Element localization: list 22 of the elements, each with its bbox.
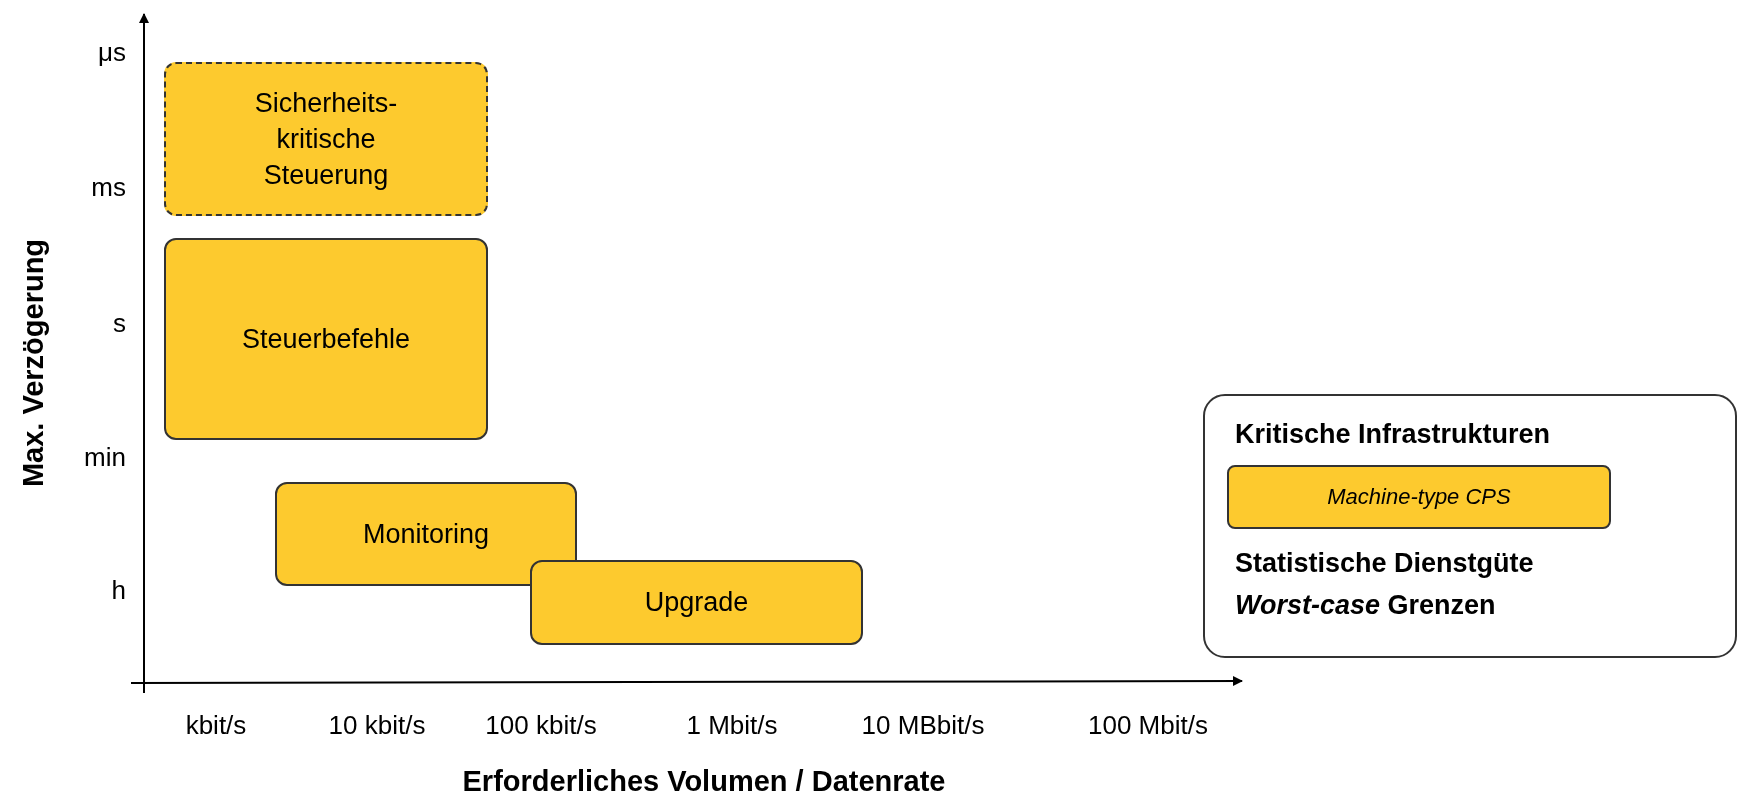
legend-heading: Kritische Infrastrukturen xyxy=(1235,418,1551,451)
axis-tick-label: h xyxy=(110,574,126,606)
axis-tick-label: 100 Mbit/s xyxy=(1087,709,1209,741)
axis-tick-label: ms xyxy=(90,171,126,203)
axis-tick-label: min xyxy=(83,441,126,473)
legend-panel xyxy=(1203,394,1737,658)
category-box: Monitoring xyxy=(275,482,577,586)
axis-tick-label: 100 kbit/s xyxy=(484,709,598,741)
legend-text: Statistische Dienstgüte xyxy=(1235,546,1534,579)
axis-tick-label: 10 MBbit/s xyxy=(860,709,986,741)
legend-swatch-box: Machine-type CPS xyxy=(1227,464,1611,529)
category-box: Steuerbefehle xyxy=(164,238,488,440)
axis-title: Erforderliches Volumen / Datenrate xyxy=(461,765,947,797)
axis-tick-label: s xyxy=(112,307,126,339)
legend-text: Worst-case Grenzen xyxy=(1235,588,1496,621)
axis-title: Max. Verzögerung xyxy=(17,238,49,488)
axis-tick-label: 10 kbit/s xyxy=(327,709,427,741)
category-box: Upgrade xyxy=(530,560,863,645)
axis-tick-label: μs xyxy=(97,36,126,68)
axis-tick-label: kbit/s xyxy=(184,709,248,741)
category-box: Sicherheits- kritische Steuerung xyxy=(164,62,488,216)
axis-tick-label: 1 Mbit/s xyxy=(685,709,779,741)
